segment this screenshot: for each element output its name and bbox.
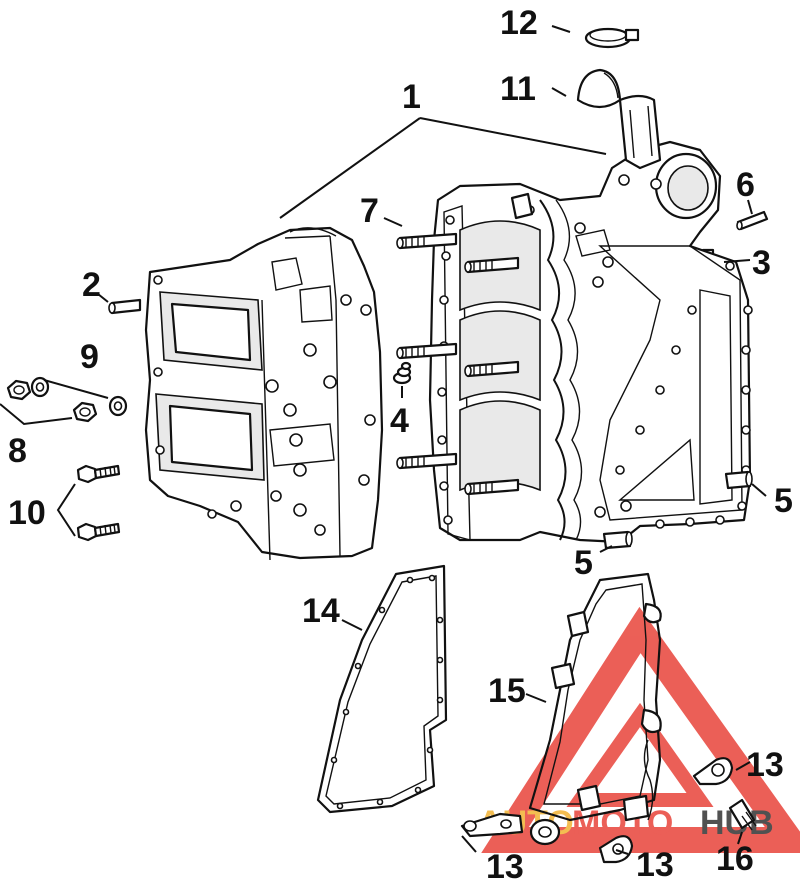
stud-6 — [464, 478, 520, 496]
callout-4: 4 — [390, 402, 409, 440]
callout-11: 11 — [500, 70, 536, 108]
part-15-harness — [528, 572, 662, 822]
callout-5-right: 5 — [774, 482, 793, 520]
stud-3 — [396, 342, 458, 360]
part-10-bolt-lower — [76, 522, 121, 542]
part-7-studs — [396, 232, 520, 496]
callout-1: 1 — [402, 78, 421, 116]
callout-14: 14 — [302, 592, 340, 630]
part-10-bolt-upper — [76, 464, 121, 484]
stud-5 — [396, 452, 458, 470]
callout-16: 16 — [716, 840, 754, 878]
part-9-washer-upper — [30, 376, 50, 398]
part-8-nut-upper — [6, 379, 32, 401]
callout-2: 2 — [82, 266, 101, 304]
part-13-clamp-right — [692, 757, 734, 786]
washer-bottom — [529, 818, 561, 846]
part-9-washer-lower — [108, 395, 128, 417]
stud-1 — [396, 232, 458, 250]
stud-4 — [464, 360, 520, 378]
part-8-nut-lower — [72, 401, 98, 423]
callout-7: 7 — [360, 192, 379, 230]
callout-3: 3 — [752, 244, 771, 282]
callout-5-bottom: 5 — [574, 544, 593, 582]
watermark-logo: AUTO MOTO HUB — [478, 606, 800, 853]
part-4-fitting — [392, 361, 412, 385]
leader-lines — [0, 25, 767, 855]
part-14-gasket — [316, 564, 448, 814]
part-2-dowel — [108, 298, 142, 315]
callout-9: 9 — [80, 338, 99, 376]
callout-13-right: 13 — [746, 746, 784, 784]
callout-15: 15 — [488, 672, 526, 710]
callout-10: 10 — [8, 494, 46, 532]
callout-6: 6 — [736, 166, 755, 204]
callout-12: 12 — [500, 4, 538, 42]
part-16-screw — [728, 798, 757, 831]
part-13-clamp-bottom-mid — [598, 835, 634, 864]
part-13-clamp-bottom-left — [460, 812, 524, 838]
part-12-clamp — [584, 27, 640, 49]
part-11-seal — [576, 68, 622, 109]
crankcase-left-half — [144, 226, 384, 561]
part-6-pin — [736, 210, 769, 231]
stud-2 — [464, 256, 520, 274]
callout-8: 8 — [8, 432, 27, 470]
callout-13-left: 13 — [486, 848, 524, 886]
cylinder-block-right — [428, 94, 753, 550]
callout-labels: 1 2 3 4 5 5 6 7 8 9 10 11 12 13 13 13 14… — [8, 4, 793, 886]
callout-13-mid: 13 — [636, 846, 674, 884]
